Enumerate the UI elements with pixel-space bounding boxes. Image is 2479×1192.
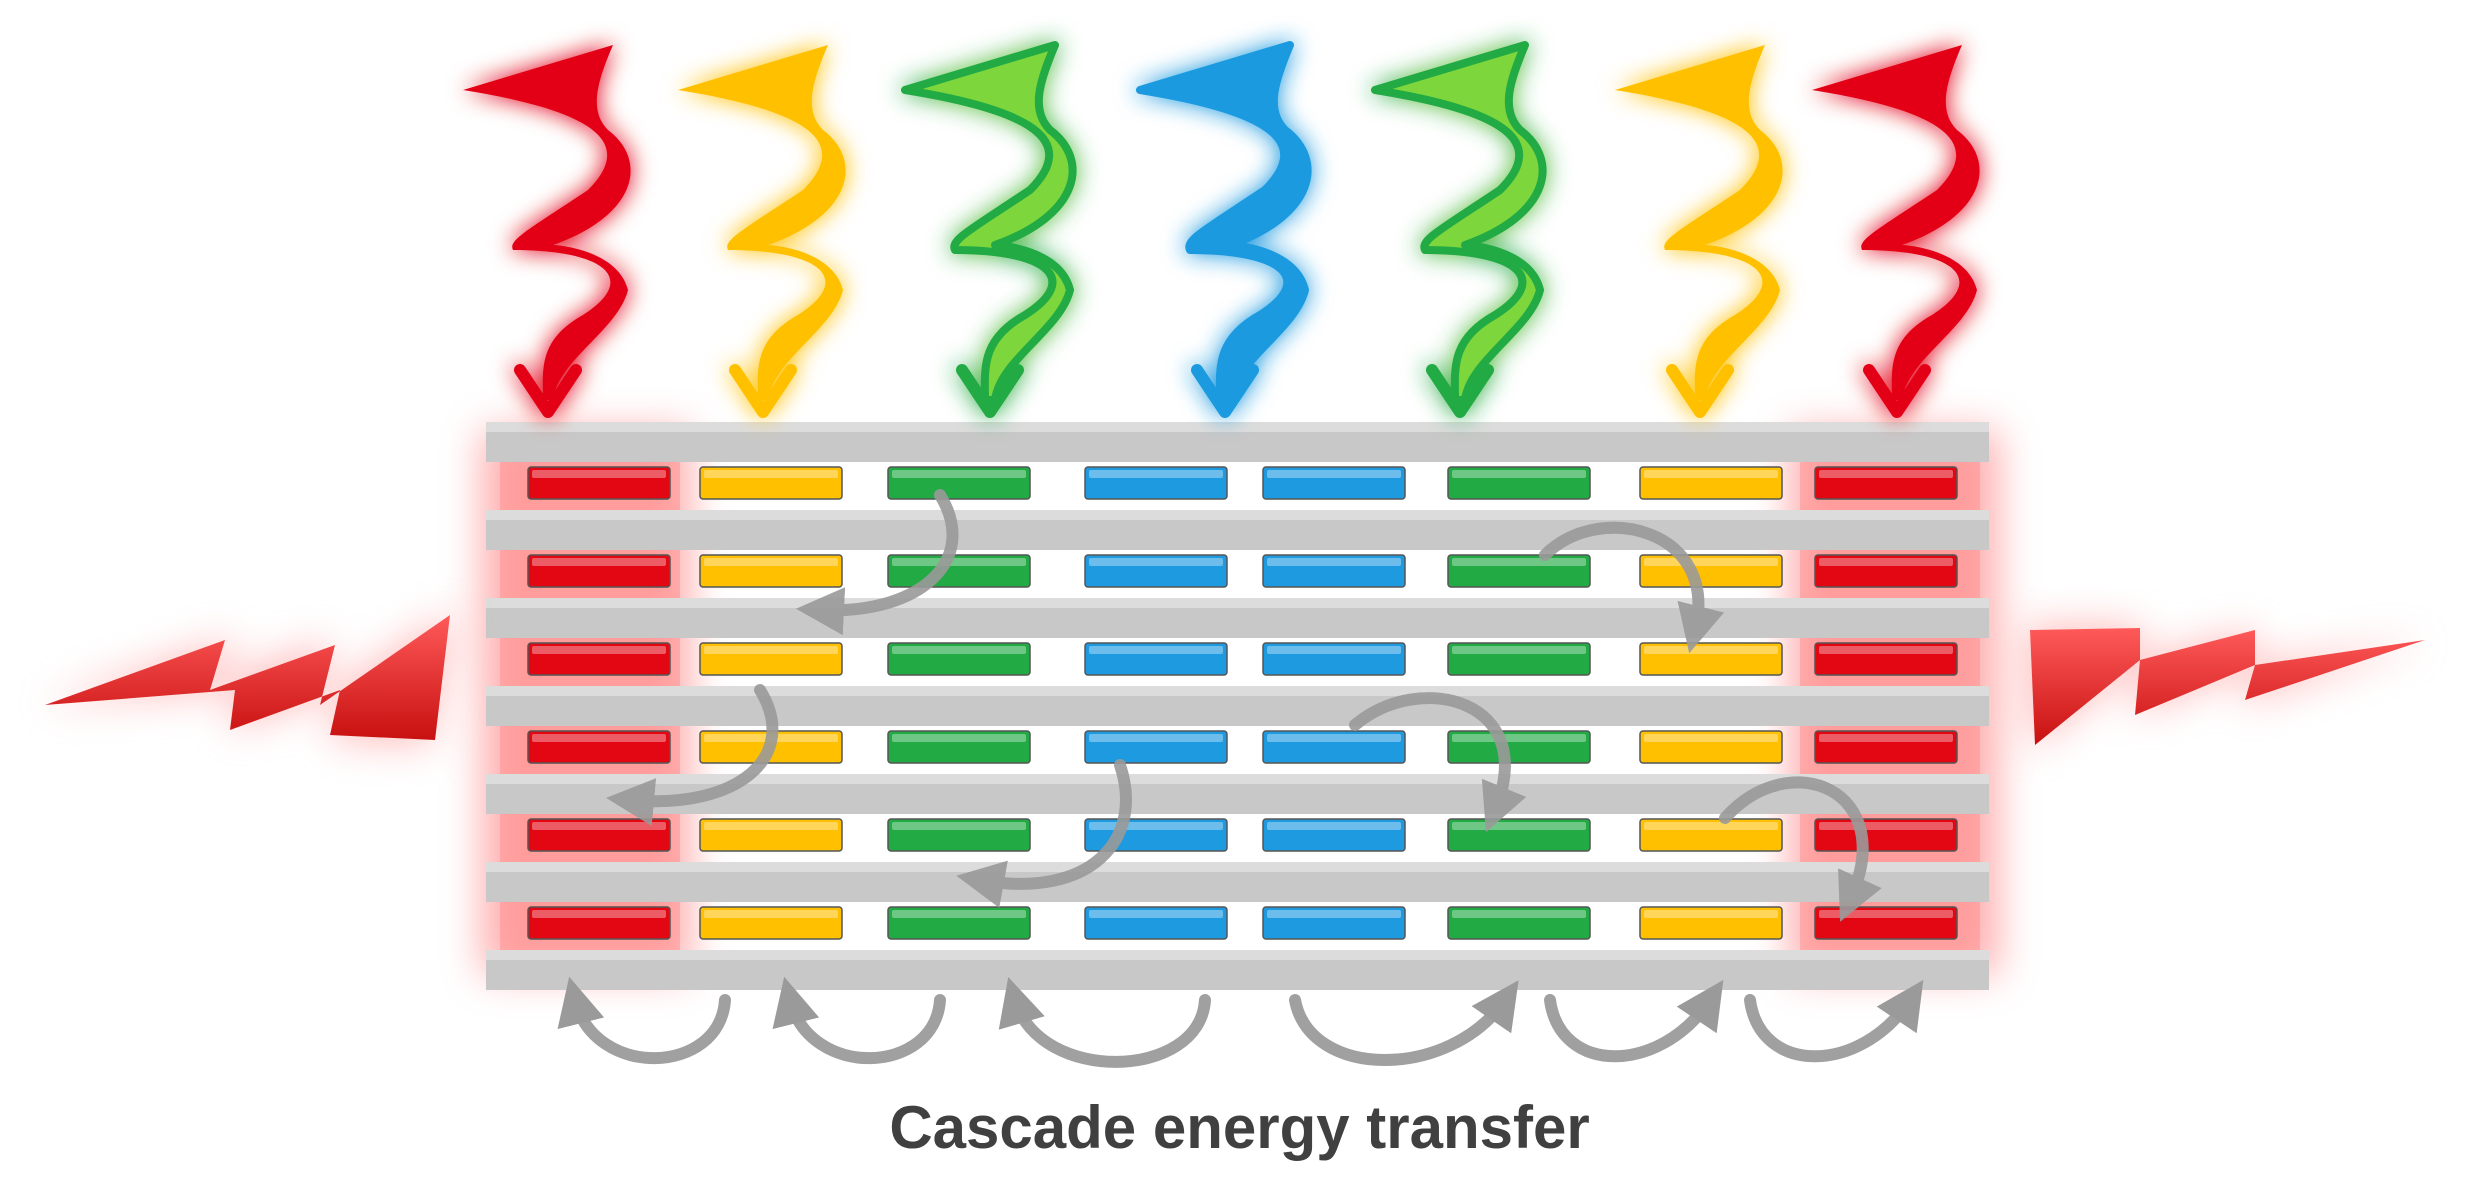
incoming-light-arrows <box>463 41 1980 418</box>
red-block <box>1814 642 1958 676</box>
blue-block <box>1262 906 1406 940</box>
yellow-block <box>699 642 843 676</box>
red-block <box>527 906 671 940</box>
transfer-arrow <box>1349 692 1527 833</box>
right-emission-bolt <box>2025 625 2430 750</box>
yellow-block <box>699 466 843 500</box>
red-block <box>1814 466 1958 500</box>
bottom-arrow <box>772 976 946 1065</box>
transfer-arrow <box>956 759 1132 908</box>
red-block <box>527 818 671 852</box>
green-block <box>1447 906 1591 940</box>
red-block <box>1814 554 1958 588</box>
green-block <box>887 554 1031 588</box>
red-light-arrow <box>463 45 631 418</box>
green-block <box>1447 466 1591 500</box>
green-block <box>887 818 1031 852</box>
blue-light-arrow <box>1136 41 1312 418</box>
layer-bars <box>486 422 1989 990</box>
emission-bolts <box>40 610 2430 750</box>
yellow-light-arrow <box>678 45 846 418</box>
bottom-arrow <box>998 976 1211 1068</box>
green-block <box>1447 554 1591 588</box>
blue-block <box>1084 554 1228 588</box>
blue-block <box>1262 466 1406 500</box>
transfer-arrow <box>606 684 779 827</box>
green-block <box>1447 818 1591 852</box>
bottom-arrow <box>1289 980 1519 1066</box>
transfer-arrow <box>1719 776 1882 922</box>
green-block <box>887 642 1031 676</box>
yellow-light-arrow <box>1615 45 1783 418</box>
yellow-block <box>699 554 843 588</box>
red-block <box>527 730 671 764</box>
green-block <box>1447 730 1591 764</box>
yellow-block <box>1639 730 1783 764</box>
bottom-arrow <box>1544 980 1724 1063</box>
red-block <box>527 554 671 588</box>
green-block <box>887 906 1031 940</box>
yellow-block <box>1639 554 1783 588</box>
blue-block <box>1262 730 1406 764</box>
yellow-block <box>699 906 843 940</box>
transfer-arrow <box>796 489 959 636</box>
green-block <box>1447 642 1591 676</box>
yellow-block <box>1639 642 1783 676</box>
bottom-transfer-arrows <box>557 976 1924 1068</box>
yellow-block <box>1639 466 1783 500</box>
left-emission-bolt <box>40 610 455 745</box>
green-light-arrow <box>1371 41 1547 418</box>
yellow-block <box>1639 906 1783 940</box>
internal-transfer-arrows <box>606 489 1882 922</box>
green-block <box>887 730 1031 764</box>
blue-block <box>1262 554 1406 588</box>
blue-block <box>1262 818 1406 852</box>
yellow-block <box>699 818 843 852</box>
red-block <box>1814 818 1958 852</box>
red-block <box>1814 906 1958 940</box>
green-block <box>887 466 1031 500</box>
red-block <box>1814 730 1958 764</box>
blue-block <box>1084 906 1228 940</box>
bottom-arrow <box>557 976 731 1065</box>
green-light-arrow <box>901 41 1077 418</box>
transfer-arrow <box>1539 521 1725 654</box>
blue-block <box>1262 642 1406 676</box>
diagram-caption: Cascade energy transfer <box>889 1094 1590 1161</box>
bottom-arrow <box>1744 980 1924 1063</box>
blue-block <box>1084 466 1228 500</box>
yellow-block <box>1639 818 1783 852</box>
blue-block <box>1084 730 1228 764</box>
red-light-arrow <box>1812 45 1980 418</box>
red-block <box>527 466 671 500</box>
blue-block <box>1084 642 1228 676</box>
red-block <box>527 642 671 676</box>
